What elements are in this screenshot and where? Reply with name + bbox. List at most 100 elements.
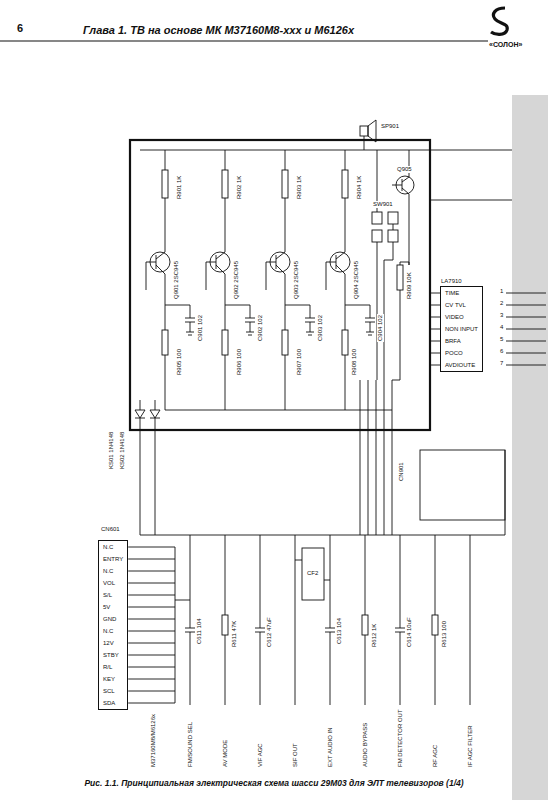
part-label: C903 102	[317, 314, 324, 342]
wire-stroke	[345, 198, 346, 252]
pin-name: SCL	[102, 685, 124, 697]
wire-stroke	[397, 265, 403, 290]
wire-stroke	[282, 330, 288, 355]
wire-stroke	[165, 410, 392, 411]
part-label: CN901	[398, 461, 405, 482]
part-label: AV MODE	[222, 739, 229, 768]
part-label: C613 104	[336, 617, 343, 645]
part-label: FM DETECTOR OUT	[397, 708, 404, 768]
wire-stroke	[506, 365, 546, 366]
wire-stroke	[165, 305, 195, 335]
part-label: KS01 1N4148	[108, 431, 115, 470]
part-label: R902 1K	[236, 175, 243, 200]
page-mark: 6	[16, 22, 24, 35]
figure-caption: Рис. 1.1. Принципиальная электрическая с…	[0, 778, 548, 788]
pin-number: 1	[499, 288, 504, 295]
wire-stroke	[368, 120, 376, 142]
part-label: IF AGC FILTER	[467, 724, 474, 768]
pin-name: GND	[102, 613, 124, 625]
pin-name: N.C	[102, 565, 124, 577]
wire-stroke	[175, 547, 176, 703]
pin-name: BRFA	[444, 335, 479, 347]
pin-name: STBY	[102, 649, 124, 661]
wire-stroke	[430, 305, 440, 306]
wire-stroke	[0, 40, 488, 41]
wire-stroke	[135, 400, 160, 535]
wire-stroke	[128, 667, 175, 668]
part-label: Q905	[396, 166, 413, 173]
wire-stroke	[345, 355, 346, 410]
pin-name: ENTRY	[102, 553, 124, 565]
wire-stroke	[345, 150, 346, 170]
wire-stroke	[505, 450, 506, 535]
wire-stroke	[128, 631, 175, 632]
part-label: R611 47K	[231, 620, 238, 648]
wire-stroke	[225, 355, 226, 410]
part-label: RF AGC	[432, 744, 439, 768]
wire-stroke	[222, 170, 228, 198]
pin-name: NON INPUT	[444, 323, 479, 335]
wire-stroke	[128, 559, 175, 560]
wire-stroke	[360, 380, 392, 535]
part-label: M37160M8/M6126x	[150, 713, 157, 768]
part-label: R901 1K	[176, 175, 183, 200]
part-label: C904 102	[377, 314, 384, 342]
wire-stroke	[128, 607, 175, 608]
wire-stroke	[295, 535, 296, 705]
part-label: R904 1K	[356, 175, 363, 200]
wire-stroke	[345, 274, 346, 330]
part-label: R903 1K	[296, 175, 303, 200]
chip-name: LA7910	[440, 276, 483, 286]
wire-stroke	[388, 230, 398, 242]
node-outline: TIMECV TVLVIDEONON INPUTBRFAPOCOAVDIOUTE	[440, 286, 483, 372]
wire-stroke	[506, 341, 546, 342]
wire-stroke	[420, 150, 512, 200]
wire-stroke	[255, 535, 265, 705]
wire-stroke	[162, 330, 168, 355]
pin-name: SDA	[102, 697, 124, 709]
wire-stroke	[506, 317, 546, 318]
wire-stroke	[295, 560, 330, 580]
wire-stroke	[430, 317, 440, 318]
wire-stroke	[506, 293, 546, 294]
pin-name: VOL	[102, 577, 124, 589]
wire-stroke	[325, 535, 335, 705]
wire-stroke	[432, 615, 438, 635]
part-label: R908 100	[351, 348, 358, 376]
pin-number: 7	[499, 360, 504, 367]
wire-stroke	[430, 293, 440, 294]
part-label: SP901	[380, 123, 400, 130]
wire-stroke	[377, 150, 393, 380]
wire-stroke	[302, 548, 324, 600]
part-label: EXT AUDIO IN	[327, 726, 334, 768]
page-header: Глава 1. ТВ на основе МК M37160M8-xxx и …	[82, 24, 355, 37]
wire-stroke	[506, 329, 546, 330]
pin-name: R/L	[102, 661, 124, 673]
wire-stroke	[430, 329, 440, 330]
part-label: C612 47uF	[266, 616, 273, 648]
wire-stroke	[206, 252, 225, 290]
pin-number: 2	[499, 300, 504, 307]
wire-stroke	[185, 535, 195, 705]
wire-stroke	[506, 305, 546, 306]
wire-stroke	[362, 615, 368, 635]
wire-stroke	[225, 274, 226, 330]
wire-stroke	[266, 252, 285, 290]
pin-number: 5	[499, 336, 504, 343]
part-label: C611 104	[196, 617, 203, 645]
wire-stroke	[326, 252, 345, 290]
pin-number: 3	[499, 312, 504, 319]
wire-stroke	[222, 615, 228, 635]
wire-stroke	[372, 212, 382, 224]
wire-stroke	[222, 330, 228, 355]
pin-name: TIME	[444, 287, 479, 299]
wire-stroke	[130, 140, 430, 430]
pin-name: 5V	[102, 601, 124, 613]
pin-name: CV TVL	[444, 299, 479, 311]
part-label: CF2	[306, 570, 319, 577]
wire-stroke	[491, 8, 507, 34]
wire-stroke	[128, 150, 546, 705]
pin-name: N.C	[102, 625, 124, 637]
page-mark: «СОЛОН»	[488, 40, 523, 49]
part-label: Q904 2SC945	[353, 260, 360, 300]
